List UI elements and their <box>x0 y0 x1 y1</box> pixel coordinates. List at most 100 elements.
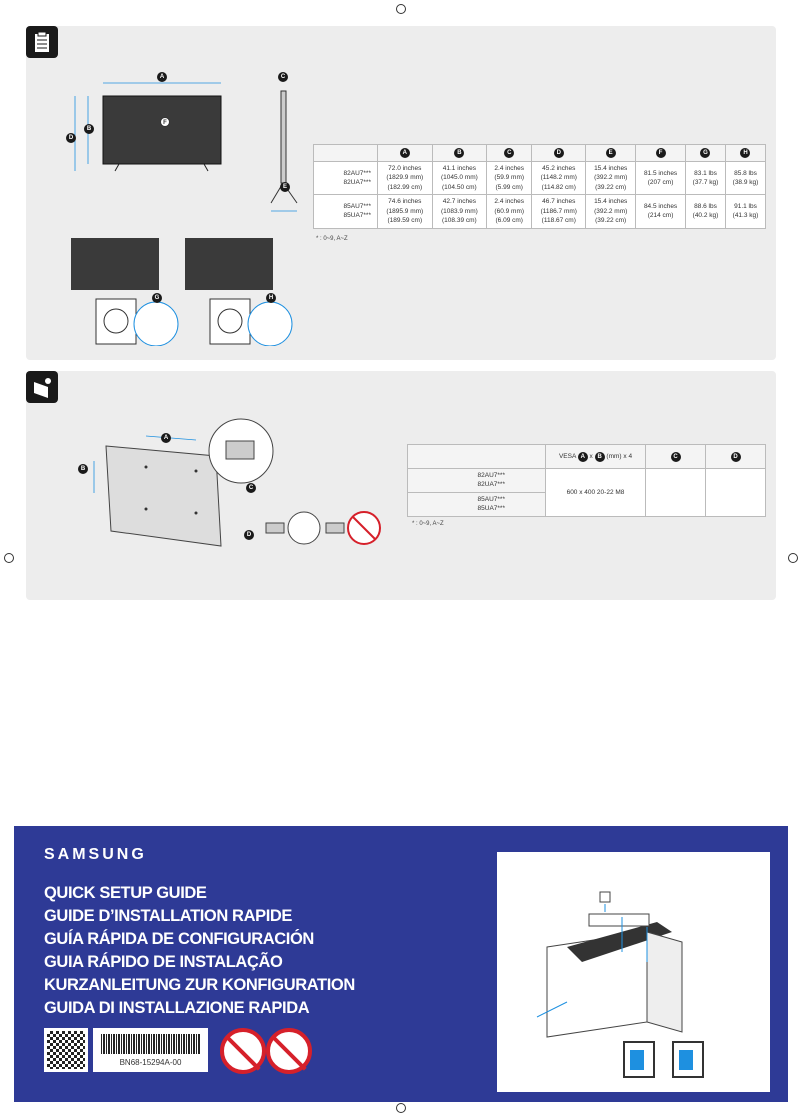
registration-mark <box>396 1103 406 1113</box>
value-line: (39.22 cm) <box>595 183 627 191</box>
header-g: G <box>700 148 711 158</box>
value-line: (1895.9 mm) <box>386 207 424 215</box>
title-de: KURZANLEITUNG ZUR KONFIGURATION <box>44 976 355 994</box>
value-line: (41.3 kg) <box>732 212 759 220</box>
label-a: A <box>157 72 167 82</box>
dimension-cell: 85.8 lbs(38.9 kg) <box>724 160 767 196</box>
dimension-cell: 74.6 inches(1895.9 mm) (189.59 cm) <box>377 194 433 229</box>
guide-titles: QUICK SETUP GUIDE GUIDE D’INSTALLATION R… <box>44 882 355 1020</box>
model: 85UA7*** <box>477 505 505 513</box>
label-b: B <box>84 124 94 134</box>
dimension-cell: 15.4 inches (392.2 mm)(39.22 cm) <box>585 160 637 196</box>
unboxing-illustration <box>497 852 770 1092</box>
value-line: 15.4 inches <box>594 198 628 206</box>
value-line: 2.4 inches <box>494 198 525 206</box>
registration-mark <box>788 553 798 563</box>
value-line: (114.82 cm) <box>541 183 576 191</box>
value-line: 91.1 lbs <box>734 202 757 210</box>
dimension-cell: 88.6 lbs (40.2 kg) <box>685 194 726 229</box>
title-it: GUIDA DI INSTALLAZIONE RAPIDA <box>44 999 310 1017</box>
value-line: (118.67 cm) <box>541 217 576 225</box>
table-row: 85AU7*** 85UA7*** 74.6 inches(1895.9 mm) (1… <box>313 194 767 229</box>
dimension-cell: 84.5 inches(214 cm) <box>635 194 686 229</box>
value-line: 81.5 inches <box>643 169 678 177</box>
value-line: 85.8 lbs <box>734 169 757 177</box>
value-line: (1186.7 mm) <box>540 207 577 215</box>
dimension-cell: 83.1 lbs (37.7 kg) <box>685 160 726 196</box>
vesa-table: VESA A x B (mm) x 4 C D 82AU7***82UA7***… <box>407 444 766 517</box>
title-es: GUÍA RÁPIDA DE CONFIGURACIÓN <box>44 930 314 948</box>
model: 85AU7*** <box>477 495 505 503</box>
value-line: 15.4 inches <box>594 165 628 172</box>
vesa-label: VESA <box>558 452 576 460</box>
cover-section: SAMSUNG QUICK SETUP GUIDE GUIDE D’INSTAL… <box>14 826 788 1102</box>
value-line: (108.39 cm) <box>442 217 477 225</box>
model: 85UA7*** <box>343 212 371 220</box>
model: 85AU7*** <box>343 202 371 210</box>
value-line: 41.1 inches <box>442 165 476 172</box>
label-d: D <box>66 133 76 143</box>
value-line: (392.2 mm) <box>594 174 628 182</box>
header-c: C <box>504 148 515 158</box>
dimension-cell: 2.4 inches(59.9 mm)(5.99 cm) <box>486 160 533 196</box>
value-line: (1045.0 mm) <box>440 174 478 182</box>
registration-mark <box>396 4 406 14</box>
no-lift-by-screen-warning-icon <box>266 1028 312 1074</box>
label-a: A <box>161 433 171 443</box>
dimension-cell: 81.5 inches(207 cm) <box>635 160 686 196</box>
value-line: 84.5 inches <box>643 202 678 210</box>
header-e: E <box>605 148 616 158</box>
dimension-cell: 45.2 inches(1148.2 mm)(114.82 cm) <box>531 160 587 196</box>
samsung-logo: SAMSUNG <box>44 846 147 863</box>
value-line: 74.6 inches <box>388 198 422 206</box>
value-line: (392.2 mm) <box>594 207 628 215</box>
value-line: (1829.9 mm) <box>386 174 424 182</box>
label-h: H <box>266 293 276 303</box>
label-c: C <box>278 72 288 82</box>
value-line: (1148.2 mm) <box>540 174 577 182</box>
model: 82UA7*** <box>477 481 505 489</box>
value-line: 2.4 inches <box>494 165 525 172</box>
wall-mount-icon <box>26 371 58 403</box>
table-row: 82AU7*** 82UA7*** 72.0 inches (1829.9 mm) (1… <box>313 160 767 196</box>
header-d: D <box>553 148 564 158</box>
label-f: F <box>160 117 170 127</box>
label-c: C <box>246 483 256 493</box>
wall-mount-panel: A B C D VESA A x B (mm) x 4 C D 82AU7***… <box>26 371 776 600</box>
times-sign: x <box>589 452 593 460</box>
registration-mark <box>4 553 14 563</box>
header-d: D <box>730 451 741 462</box>
label-b: B <box>78 464 88 474</box>
model: 82UA7*** <box>343 179 371 187</box>
header-f: F <box>655 148 666 158</box>
header-h: H <box>740 148 751 158</box>
barcode-number: BN68-15294A-00 <box>119 1058 182 1067</box>
header-c: C <box>670 451 681 462</box>
value-line: (40.2 kg) <box>692 212 719 220</box>
value-line: 46.7 inches <box>542 198 576 206</box>
title-pt: GUIA RÁPIDO DE INSTALAÇÃO <box>44 953 283 971</box>
value-line: 42.7 inches <box>442 198 476 206</box>
dimension-cell: 41.1 inches (1045.0 mm)(104.50 cm) <box>431 160 488 196</box>
footnote: * : 0~9, A~Z <box>412 521 444 527</box>
no-press-screen-warning-icon <box>220 1028 266 1074</box>
value-line: 88.6 lbs <box>694 202 717 210</box>
title-en: QUICK SETUP GUIDE <box>44 884 207 902</box>
value-line: (37.7 kg) <box>692 179 719 187</box>
label-d: D <box>244 530 254 540</box>
header-a: A <box>399 148 410 158</box>
model: 82AU7*** <box>343 169 371 177</box>
value-line: (189.59 cm) <box>387 217 423 225</box>
value-line: (104.50 cm) <box>442 183 477 191</box>
clipboard-icon <box>26 26 58 58</box>
barcode-bars <box>101 1034 200 1054</box>
footnote: * : 0~9, A~Z <box>316 236 348 242</box>
value-line: 83.1 lbs <box>694 169 717 177</box>
value-line: 72.0 inches <box>388 165 422 172</box>
model: 82AU7*** <box>477 472 505 479</box>
dimension-cell: 46.7 inches(1186.7 mm) (118.67 cm) <box>531 194 587 229</box>
qr-code[interactable] <box>44 1028 88 1072</box>
value-line: (5.99 cm) <box>495 183 523 191</box>
value-line: (6.09 cm) <box>495 217 523 225</box>
header-b: B <box>454 148 465 158</box>
